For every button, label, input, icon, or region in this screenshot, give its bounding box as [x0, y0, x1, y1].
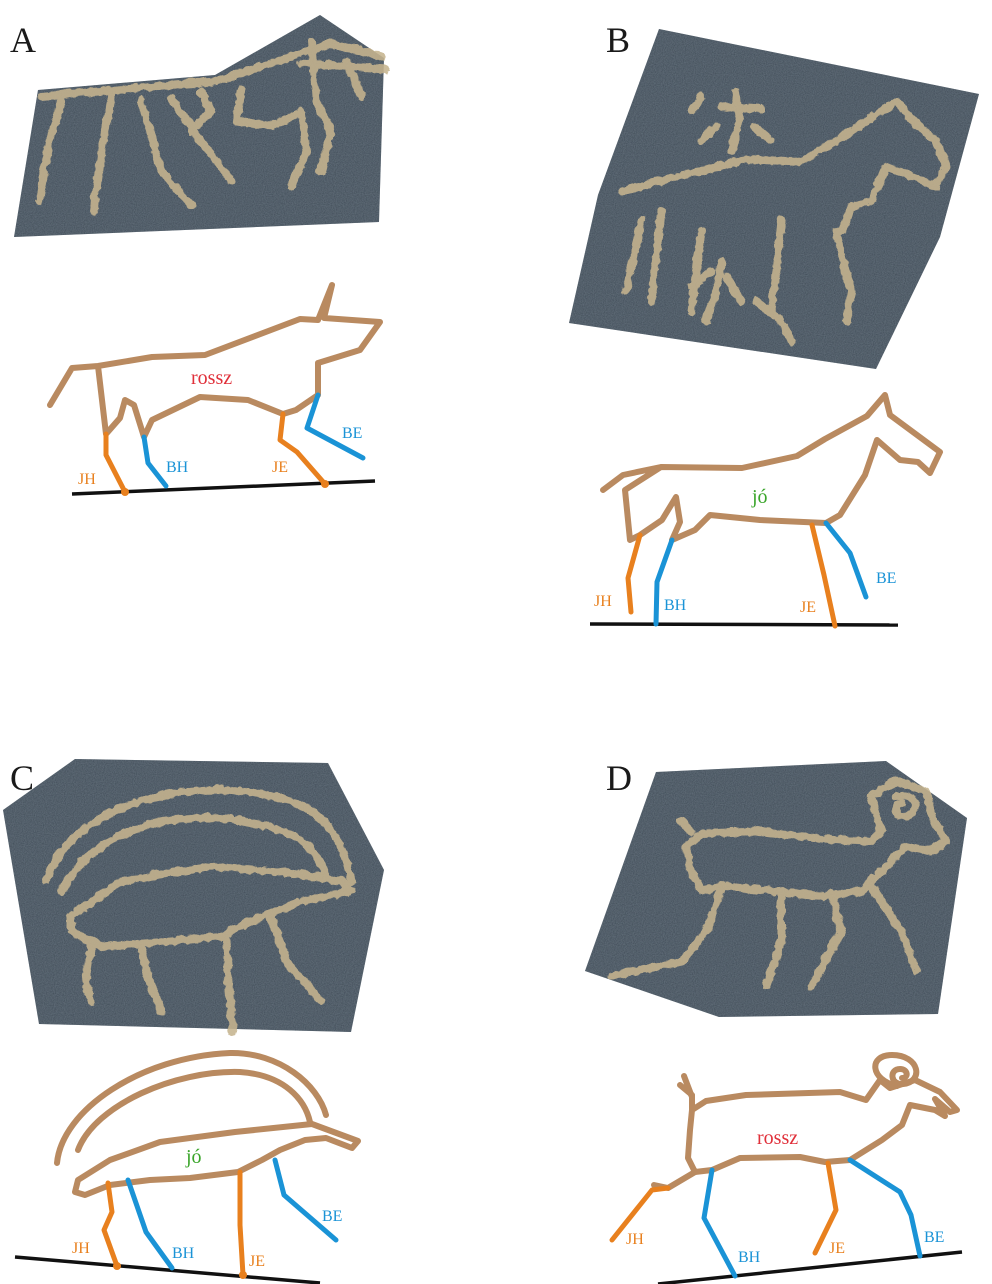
- label-be-c: BE: [322, 1208, 342, 1225]
- ground-line-b: [590, 624, 898, 625]
- label-bh-a: BH: [166, 459, 189, 476]
- tail-d: [684, 1076, 692, 1097]
- leg-jh-a: [106, 434, 125, 492]
- label-jh-c: JH: [72, 1240, 90, 1257]
- animal-outline-c: [75, 1124, 358, 1195]
- panel-a: A rossz JH BH JE BE: [10, 15, 385, 496]
- label-jh-a: JH: [78, 471, 96, 488]
- label-je-a: JE: [272, 459, 288, 476]
- label-bh-c: BH: [172, 1245, 195, 1262]
- hind-flank-d: [654, 1172, 695, 1188]
- leg-be-b: [826, 523, 866, 597]
- hoof-jh-a: [121, 488, 129, 496]
- ground-line-d: [658, 1252, 962, 1284]
- leg-bh-d: [704, 1170, 735, 1276]
- label-je-c: JE: [249, 1253, 265, 1270]
- leg-jh-c: [104, 1183, 117, 1266]
- animal-outline-d: [680, 1080, 957, 1172]
- hoof-je-a: [321, 480, 329, 488]
- panel-letter-a: A: [10, 20, 36, 60]
- animal-outline-a: [50, 285, 380, 437]
- label-jh-b: JH: [594, 593, 612, 610]
- leg-bh-a: [144, 437, 166, 486]
- label-bh-b: BH: [664, 597, 687, 614]
- verdict-label-d: rossz: [757, 1127, 798, 1149]
- panel-d-photo: [585, 761, 967, 1017]
- panel-b-diagram: jó JH BH JE BE: [590, 395, 940, 626]
- verdict-label-a: rossz: [191, 367, 232, 389]
- leg-be-c: [275, 1160, 336, 1240]
- ground-line-a: [72, 481, 375, 494]
- panel-b-photo: [569, 29, 979, 369]
- leg-jh-b: [628, 535, 640, 612]
- panel-a-photo: [14, 15, 385, 237]
- verdict-label-b: jó: [751, 486, 768, 508]
- animal-outline-b: [603, 395, 940, 540]
- hoof-jh-c: [113, 1262, 121, 1270]
- label-je-b: JE: [800, 599, 816, 616]
- leg-be-d: [850, 1160, 920, 1256]
- verdict-label-c: jó: [185, 1146, 202, 1168]
- label-bh-d: BH: [738, 1249, 761, 1266]
- label-be-a: BE: [342, 425, 362, 442]
- panel-b: B jó JH BH JE BE: [569, 20, 979, 626]
- panel-letter-d: D: [606, 758, 632, 798]
- panel-letter-b: B: [606, 20, 630, 60]
- leg-bh-c: [128, 1180, 172, 1268]
- label-be-d: BE: [924, 1229, 944, 1246]
- panel-c-photo: [3, 759, 384, 1032]
- label-jh-d: JH: [626, 1231, 644, 1248]
- label-be-b: BE: [876, 570, 896, 587]
- horn-d: [875, 1055, 916, 1086]
- panel-d: D rossz JH BH JE BE: [585, 758, 967, 1284]
- panel-c-diagram: jó JH BH JE BE: [15, 1053, 358, 1283]
- panel-a-diagram: rossz JH BH JE BE: [50, 285, 380, 496]
- label-je-d: JE: [829, 1240, 845, 1257]
- panel-c: C jó JH BH JE BE: [3, 758, 384, 1283]
- hoof-je-c: [239, 1271, 247, 1279]
- panel-d-diagram: rossz JH BH JE BE: [612, 1055, 962, 1284]
- leg-je-c: [240, 1172, 243, 1275]
